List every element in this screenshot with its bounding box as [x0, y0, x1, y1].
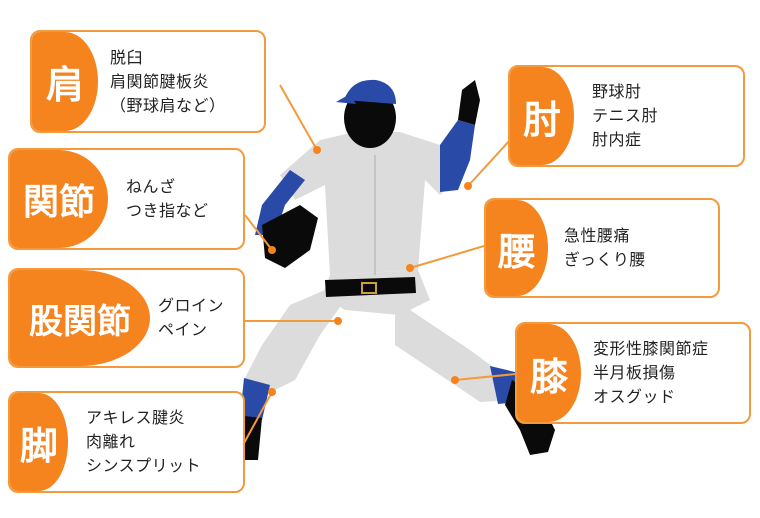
- list-item: テニス肘: [592, 106, 659, 125]
- callout-hip-items: グロイン ペイン: [158, 270, 224, 366]
- front-leg: [244, 290, 345, 395]
- callout-joint-title: 関節: [10, 150, 108, 248]
- callout-knee: 膝 変形性膝関節症 半月板損傷 オスグッド: [515, 322, 751, 424]
- cap: [344, 79, 396, 104]
- list-item: 急性腰痛: [564, 226, 631, 245]
- list-item: ペイン: [158, 320, 208, 339]
- belt: [325, 277, 416, 297]
- callout-leg-items: アキレス腱炎 肉離れ シンスプリット: [86, 393, 201, 491]
- jersey: [280, 132, 455, 275]
- list-item: ねんざ: [126, 177, 176, 196]
- callout-shoulder: 肩 脱臼 肩関節腱板炎 （野球肩など）: [30, 30, 266, 133]
- callout-elbow-items: 野球肘 テニス肘 肘内症: [592, 67, 658, 165]
- list-item: グロイン: [158, 296, 225, 315]
- callout-waist-items: 急性腰痛 ぎっくり腰: [564, 200, 646, 296]
- callout-joint-items: ねんざ つき指など: [126, 150, 209, 248]
- callout-joint: 関節 ねんざ つき指など: [8, 148, 245, 250]
- list-item: オスグッド: [593, 387, 676, 406]
- list-item: アキレス腱炎: [86, 408, 186, 427]
- callout-elbow-title: 肘: [510, 67, 574, 165]
- list-item: つき指など: [126, 201, 209, 220]
- callout-shoulder-title: 肩: [32, 32, 98, 131]
- callout-hip-title: 股関節: [10, 270, 150, 366]
- list-item: シンスプリット: [86, 456, 202, 475]
- glove: [262, 205, 318, 268]
- list-item: 肉離れ: [86, 432, 136, 451]
- right-arm: [440, 120, 475, 192]
- list-item: 変形性膝関節症: [593, 339, 709, 358]
- list-item: （野球肩など）: [110, 95, 226, 115]
- list-item: 半月板損傷: [593, 363, 676, 382]
- callout-leg-title: 脚: [10, 393, 68, 491]
- list-item: ぎっくり腰: [564, 250, 646, 269]
- callout-hip: 股関節 グロイン ペイン: [8, 268, 245, 368]
- callout-leg: 脚 アキレス腱炎 肉離れ シンスプリット: [8, 391, 245, 493]
- callout-waist-title: 腰: [486, 200, 548, 296]
- callout-knee-items: 変形性膝関節症 半月板損傷 オスグッド: [593, 324, 709, 422]
- callout-elbow: 肘 野球肘 テニス肘 肘内症: [508, 65, 745, 167]
- list-item: 野球肘: [592, 82, 642, 101]
- right-forearm: [458, 80, 480, 125]
- list-item: 肘内症: [592, 130, 642, 149]
- callout-shoulder-items: 脱臼 肩関節腱板炎 （野球肩など）: [110, 32, 226, 131]
- callout-waist: 腰 急性腰痛 ぎっくり腰: [484, 198, 720, 298]
- cap-brim: [336, 94, 356, 104]
- list-item: 肩関節腱板炎: [110, 71, 210, 91]
- callout-knee-title: 膝: [517, 324, 581, 422]
- belt-buckle: [361, 282, 377, 294]
- list-item: 脱臼: [110, 47, 144, 67]
